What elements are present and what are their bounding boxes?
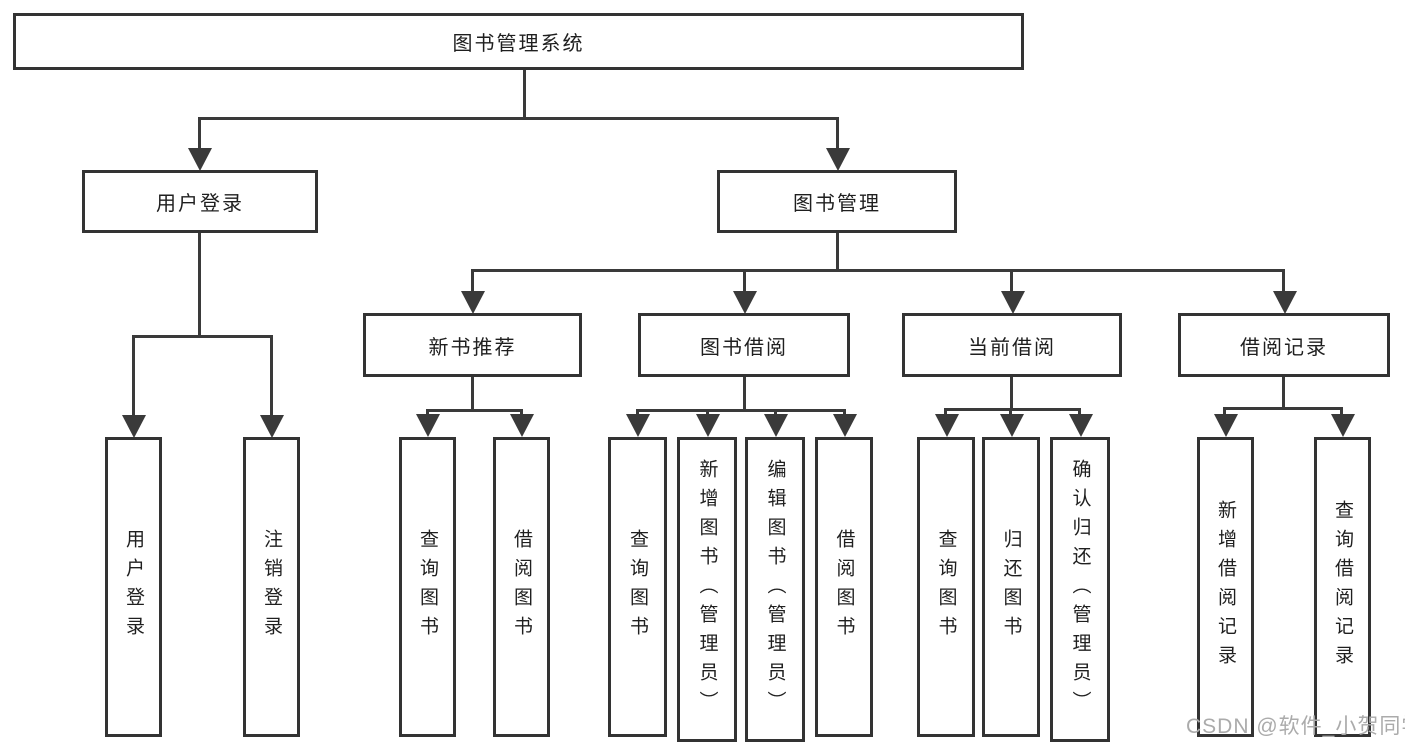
- connector-line: [743, 377, 746, 411]
- connector-line: [1078, 408, 1081, 417]
- connector-line: [471, 377, 474, 411]
- connector-line: [523, 70, 526, 118]
- leaf-borrow-books-recommend-label: 借阅图书: [511, 529, 532, 645]
- connector-line: [774, 409, 777, 417]
- node-new-book-recommendation-label: 新书推荐: [428, 336, 517, 359]
- connector-line: [132, 335, 135, 415]
- node-borrowing-records: 借阅记录: [1178, 313, 1390, 377]
- arrow-down-icon: [1000, 414, 1024, 437]
- connector-line: [836, 117, 839, 150]
- connector-line: [198, 233, 201, 336]
- node-book-borrowing-label: 图书借阅: [700, 336, 788, 359]
- node-root: 图书管理系统: [13, 13, 1024, 70]
- connector-line: [1282, 377, 1285, 409]
- leaf-user-login-label: 用户登录: [123, 529, 144, 645]
- csdn-watermark: CSDN @软件_小贺同学: [1186, 715, 1405, 738]
- connector-line: [637, 409, 844, 412]
- arrow-down-icon: [260, 415, 284, 438]
- node-current-borrowing: 当前借阅: [902, 313, 1122, 377]
- arrow-down-icon: [416, 414, 440, 437]
- connector-line: [198, 117, 201, 150]
- node-user-login: 用户登录: [82, 170, 318, 233]
- arrow-down-icon: [1069, 414, 1093, 437]
- connector-line: [1009, 408, 1012, 417]
- arrow-down-icon: [510, 414, 534, 437]
- leaf-query-books-current-label: 查询图书: [935, 529, 957, 645]
- arrow-down-icon: [188, 148, 212, 171]
- connector-line: [1282, 269, 1285, 294]
- connector-line: [133, 335, 272, 338]
- arrow-down-icon: [696, 414, 720, 437]
- leaf-add-books-admin-label: 新增图书（管理员）: [696, 459, 718, 720]
- connector-line: [836, 233, 839, 271]
- connector-line: [743, 269, 746, 294]
- leaf-query-books-current: 查询图书: [917, 437, 975, 737]
- leaf-borrow-books-recommend: 借阅图书: [493, 437, 550, 737]
- leaf-logout-label: 注销登录: [261, 529, 282, 645]
- connector-line: [706, 409, 709, 417]
- arrow-down-icon: [935, 414, 959, 437]
- arrow-down-icon: [1001, 291, 1025, 314]
- connector-line: [471, 269, 474, 294]
- connector-line: [1010, 377, 1013, 410]
- connector-line: [199, 117, 838, 120]
- connector-line: [946, 408, 1080, 411]
- connector-line: [520, 409, 523, 417]
- node-book-borrowing: 图书借阅: [638, 313, 850, 377]
- leaf-query-books-borrow-label: 查询图书: [627, 529, 648, 645]
- connector-line: [427, 409, 522, 412]
- arrow-down-icon: [1214, 414, 1238, 437]
- arrow-down-icon: [733, 291, 757, 314]
- leaf-borrow-books: 借阅图书: [815, 437, 873, 737]
- arrow-down-icon: [122, 415, 146, 438]
- node-borrowing-records-label: 借阅记录: [1240, 336, 1328, 359]
- leaf-confirm-return-admin-label: 确认归还（管理员）: [1069, 459, 1091, 720]
- leaf-user-login: 用户登录: [105, 437, 162, 737]
- leaf-query-books-recommend: 查询图书: [399, 437, 456, 737]
- leaf-edit-books-admin-label: 编辑图书（管理员）: [764, 459, 786, 720]
- node-root-label: 图书管理系统: [452, 33, 585, 55]
- leaf-return-books-label: 归还图书: [1000, 529, 1022, 645]
- leaf-add-books-admin: 新增图书（管理员）: [677, 437, 737, 742]
- connector-line: [270, 335, 273, 415]
- leaf-return-books: 归还图书: [982, 437, 1040, 737]
- node-current-borrowing-label: 当前借阅: [968, 336, 1056, 359]
- node-book-management-label: 图书管理: [793, 193, 881, 215]
- arrow-down-icon: [1273, 291, 1297, 314]
- connector-line: [843, 409, 846, 417]
- leaf-edit-books-admin: 编辑图书（管理员）: [745, 437, 805, 742]
- connector-line: [426, 409, 429, 417]
- arrow-down-icon: [764, 414, 788, 437]
- connector-line: [636, 409, 639, 417]
- connector-line: [944, 408, 947, 417]
- connector-line: [472, 269, 1284, 272]
- connector-line: [1010, 269, 1013, 294]
- node-new-book-recommendation: 新书推荐: [363, 313, 582, 377]
- node-book-management: 图书管理: [717, 170, 957, 233]
- connector-line: [1225, 407, 1342, 410]
- leaf-add-borrow-record-label: 新增借阅记录: [1215, 500, 1236, 674]
- arrow-down-icon: [461, 291, 485, 314]
- node-user-login-label: 用户登录: [156, 193, 244, 215]
- leaf-confirm-return-admin: 确认归还（管理员）: [1050, 437, 1110, 742]
- connector-line: [1223, 407, 1226, 416]
- leaf-add-borrow-record: 新增借阅记录: [1197, 437, 1254, 737]
- connector-line: [1340, 407, 1343, 416]
- leaf-query-books-borrow: 查询图书: [608, 437, 667, 737]
- leaf-query-borrow-record-label: 查询借阅记录: [1332, 500, 1353, 674]
- leaf-logout: 注销登录: [243, 437, 300, 737]
- leaf-query-borrow-record: 查询借阅记录: [1314, 437, 1371, 737]
- leaf-query-books-recommend-label: 查询图书: [417, 529, 438, 645]
- leaf-borrow-books-label: 借阅图书: [833, 529, 855, 645]
- arrow-down-icon: [1331, 414, 1355, 437]
- arrow-down-icon: [826, 148, 850, 171]
- arrow-down-icon: [626, 414, 650, 437]
- arrow-down-icon: [833, 414, 857, 437]
